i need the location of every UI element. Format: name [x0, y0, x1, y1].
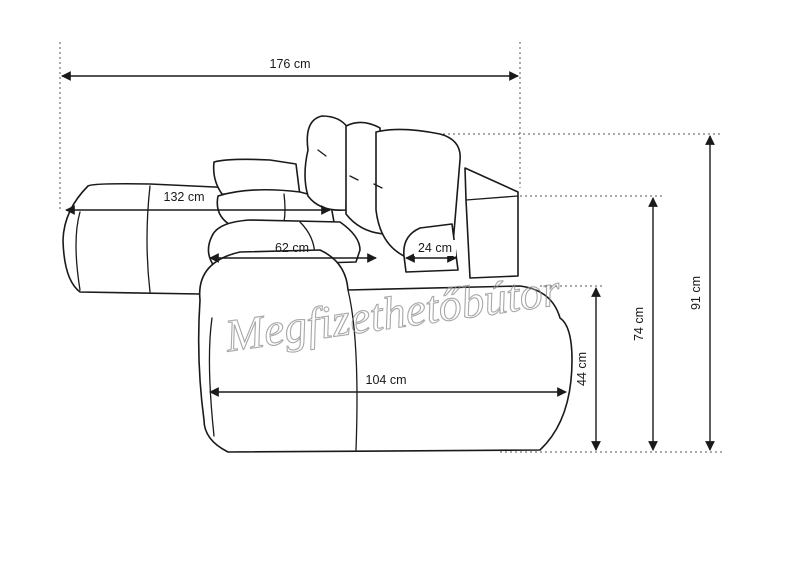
overall-width-label: 176 cm — [270, 57, 311, 71]
right-armrest-block — [464, 167, 519, 279]
chaise-label-bg — [160, 189, 208, 205]
armrest-label-bg — [414, 240, 456, 256]
seat-height-label: 44 cm — [575, 352, 589, 386]
dimension-lines — [61, 71, 715, 451]
dimension-labels: 176 cm 132 cm 62 cm 24 cm 104 cm 44 cm 7… — [160, 57, 703, 387]
overall-height-label: 91 cm — [689, 276, 703, 310]
left-back-cushion — [212, 158, 301, 197]
armrest-height-label: 74 cm — [632, 307, 646, 341]
chaise-depth-label: 132 cm — [164, 190, 205, 204]
back-cushion-1 — [304, 115, 349, 212]
front-module — [197, 249, 573, 453]
sofa-drawing — [62, 115, 573, 453]
extension-lines — [59, 42, 722, 453]
armrest-width-label: 24 cm — [418, 241, 452, 255]
seat-depth-label: 62 cm — [275, 241, 309, 255]
module-width-label: 104 cm — [366, 373, 407, 387]
